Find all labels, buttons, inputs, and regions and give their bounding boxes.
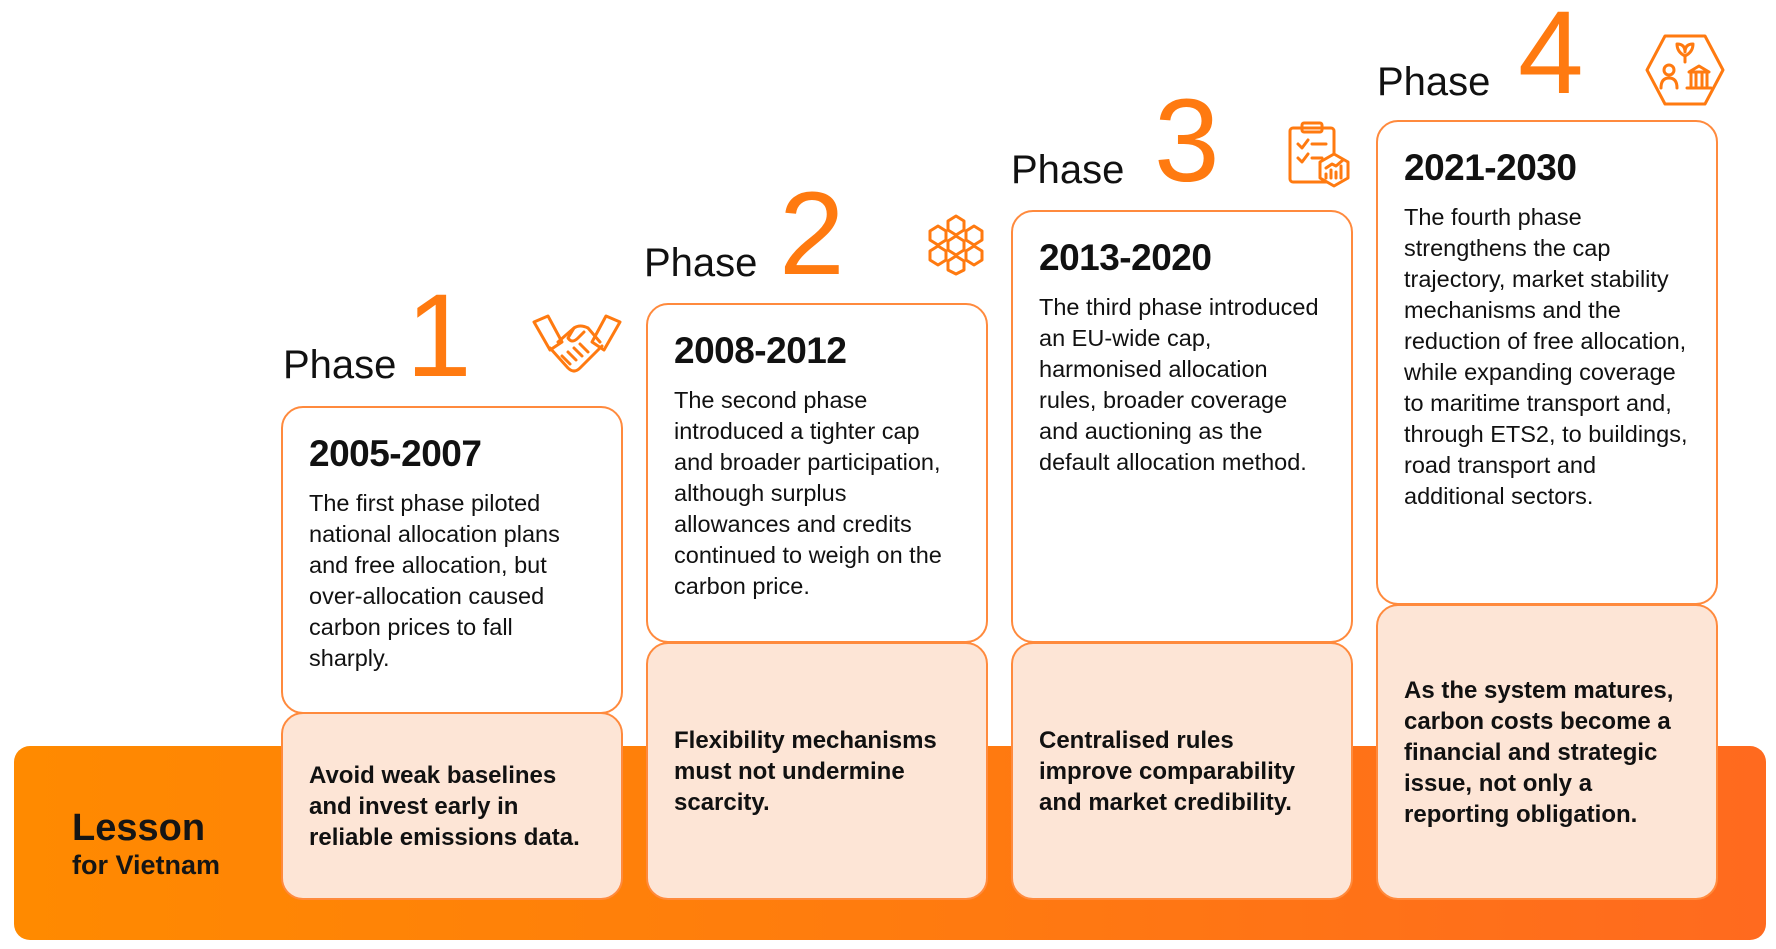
phase-1-header: Phase 1 — [283, 275, 543, 395]
phase-3-lesson: Centralised rules improve comparability … — [1039, 726, 1296, 816]
phase-3-word: Phase — [1011, 148, 1125, 192]
phase-4-card: 2021-2030 The fourth phase strengthens t… — [1376, 120, 1718, 605]
phase-4-header: Phase 4 — [1377, 0, 1637, 112]
hexagon-cluster-icon — [928, 214, 984, 276]
clipboard-chart-icon — [1288, 121, 1350, 188]
phase-2-header: Phase 2 — [644, 173, 904, 293]
lesson-label-subtitle: for Vietnam — [72, 850, 221, 880]
phase-1-lesson: Avoid weak baselines and invest early in… — [309, 761, 580, 851]
phase-3-years: 2013-2020 — [1039, 237, 1212, 278]
phase-2-word: Phase — [644, 241, 758, 285]
hexagon-sustainability-icon — [1645, 34, 1725, 106]
phase-1-card: 2005-2007 The first phase piloted nation… — [281, 406, 623, 714]
phase-4-word: Phase — [1377, 60, 1491, 104]
phase-4-description: The fourth phase strengthens the cap tra… — [1404, 204, 1688, 509]
phase-4-lesson: As the system matures, carbon costs beco… — [1404, 676, 1674, 828]
phase-3-description: The third phase introduced an EU-wide ca… — [1039, 294, 1319, 475]
phase-2-lesson: Flexibility mechanisms must not undermin… — [674, 726, 937, 816]
lesson-label-title: Lesson — [72, 807, 206, 849]
phase-1-lesson-card: Avoid weak baselines and invest early in… — [281, 712, 623, 900]
phase-3-header: Phase 3 — [1011, 80, 1271, 200]
phase-1-word: Phase — [283, 343, 397, 387]
phase-4-lesson-card: As the system matures, carbon costs beco… — [1376, 604, 1718, 900]
phase-2-card: 2008-2012 The second phase introduced a … — [646, 303, 988, 643]
lesson-label: Lesson for Vietnam — [72, 807, 220, 881]
phase-3-lesson-card: Centralised rules improve comparability … — [1011, 642, 1353, 900]
phase-1-description: The first phase piloted national allocat… — [309, 490, 560, 671]
phase-1-years: 2005-2007 — [309, 433, 482, 474]
phase-2-number: 2 — [779, 168, 845, 300]
phase-2-years: 2008-2012 — [674, 330, 847, 371]
phase-4-number: 4 — [1518, 0, 1584, 119]
phase-1-number: 1 — [406, 270, 472, 402]
phase-2-lesson-card: Flexibility mechanisms must not undermin… — [646, 642, 988, 900]
phase-3-card: 2013-2020 The third phase introduced an … — [1011, 210, 1353, 643]
phase-3-number: 3 — [1154, 75, 1220, 207]
handshake-icon — [532, 314, 622, 373]
phase-4-years: 2021-2030 — [1404, 147, 1577, 188]
phase-2-description: The second phase introduced a tighter ca… — [674, 387, 942, 599]
